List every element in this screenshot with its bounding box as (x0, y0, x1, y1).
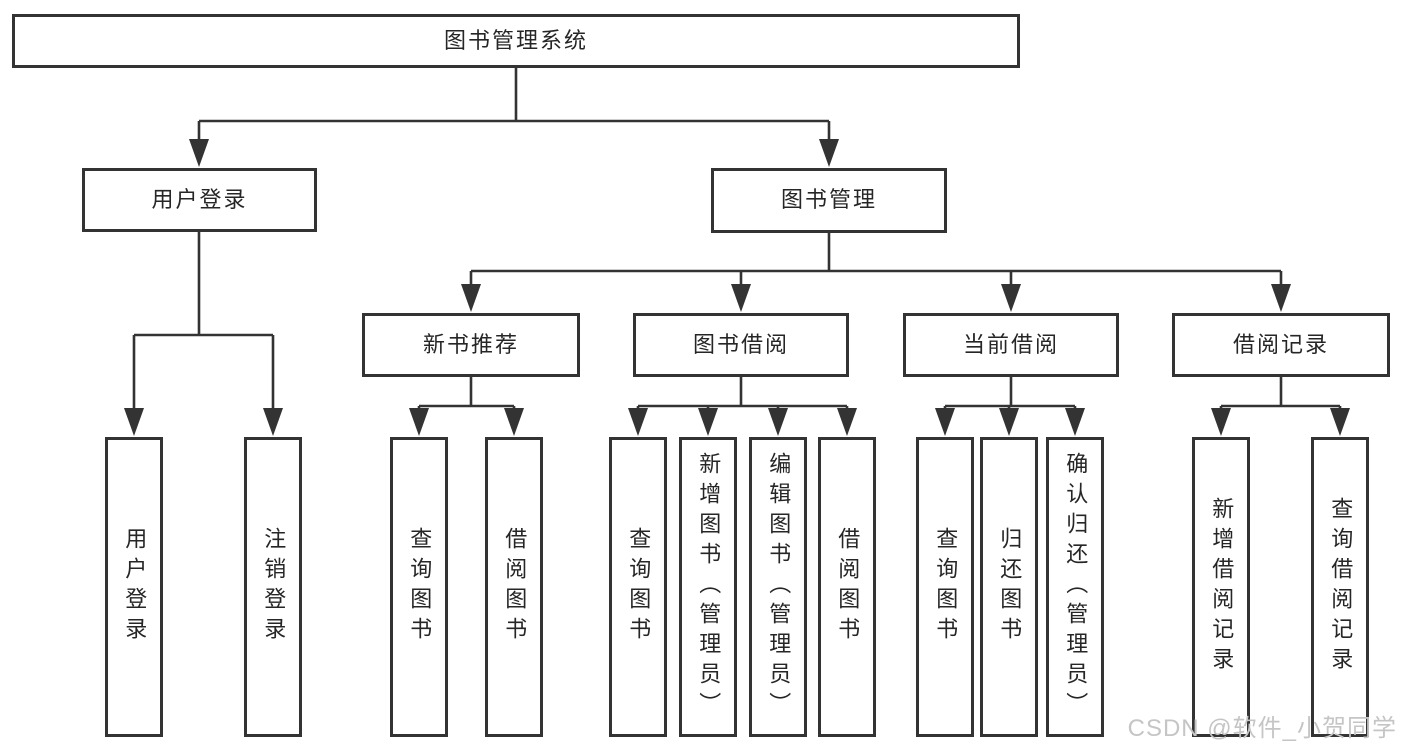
leaf-edit-books-admin: 编辑图书（管理员） (749, 437, 807, 737)
connector-root-to-branches (189, 68, 839, 167)
node-root-library-system: 图书管理系统 (12, 14, 1020, 68)
leaf-borrow-books: 借阅图书 (818, 437, 876, 737)
node-current-borrow: 当前借阅 (903, 313, 1119, 377)
node-book-management: 图书管理 (711, 168, 947, 233)
connector-current-borrow-to-leaves (935, 377, 1085, 436)
leaf-return-books: 归还图书 (980, 437, 1038, 737)
leaf-query-books-borrow: 查询图书 (609, 437, 667, 737)
leaf-add-borrow-record: 新增借阅记录 (1192, 437, 1250, 737)
leaf-logout: 注销登录 (244, 437, 302, 737)
connector-book-mgmt-to-sections (461, 233, 1291, 312)
node-new-book-recommend: 新书推荐 (362, 313, 580, 377)
leaf-add-books-admin: 新增图书（管理员） (679, 437, 737, 737)
leaf-borrow-books-newrec: 借阅图书 (485, 437, 543, 737)
csdn-watermark: CSDN @软件_小贺同学 (1127, 715, 1397, 742)
leaf-query-books-current: 查询图书 (916, 437, 974, 737)
node-book-borrow: 图书借阅 (633, 313, 849, 377)
node-user-login: 用户登录 (82, 168, 317, 232)
leaf-user-login: 用户登录 (105, 437, 163, 737)
node-borrow-records: 借阅记录 (1172, 313, 1390, 377)
connector-user-login-to-leaves (124, 232, 283, 436)
connector-book-borrow-to-leaves (628, 377, 857, 436)
leaf-confirm-return-admin: 确认归还（管理员） (1046, 437, 1104, 737)
leaf-query-books-newrec: 查询图书 (390, 437, 448, 737)
connector-new-books-to-leaves (409, 377, 524, 436)
connector-borrow-records-to-leaves (1211, 377, 1350, 436)
leaf-query-borrow-record: 查询借阅记录 (1311, 437, 1369, 737)
